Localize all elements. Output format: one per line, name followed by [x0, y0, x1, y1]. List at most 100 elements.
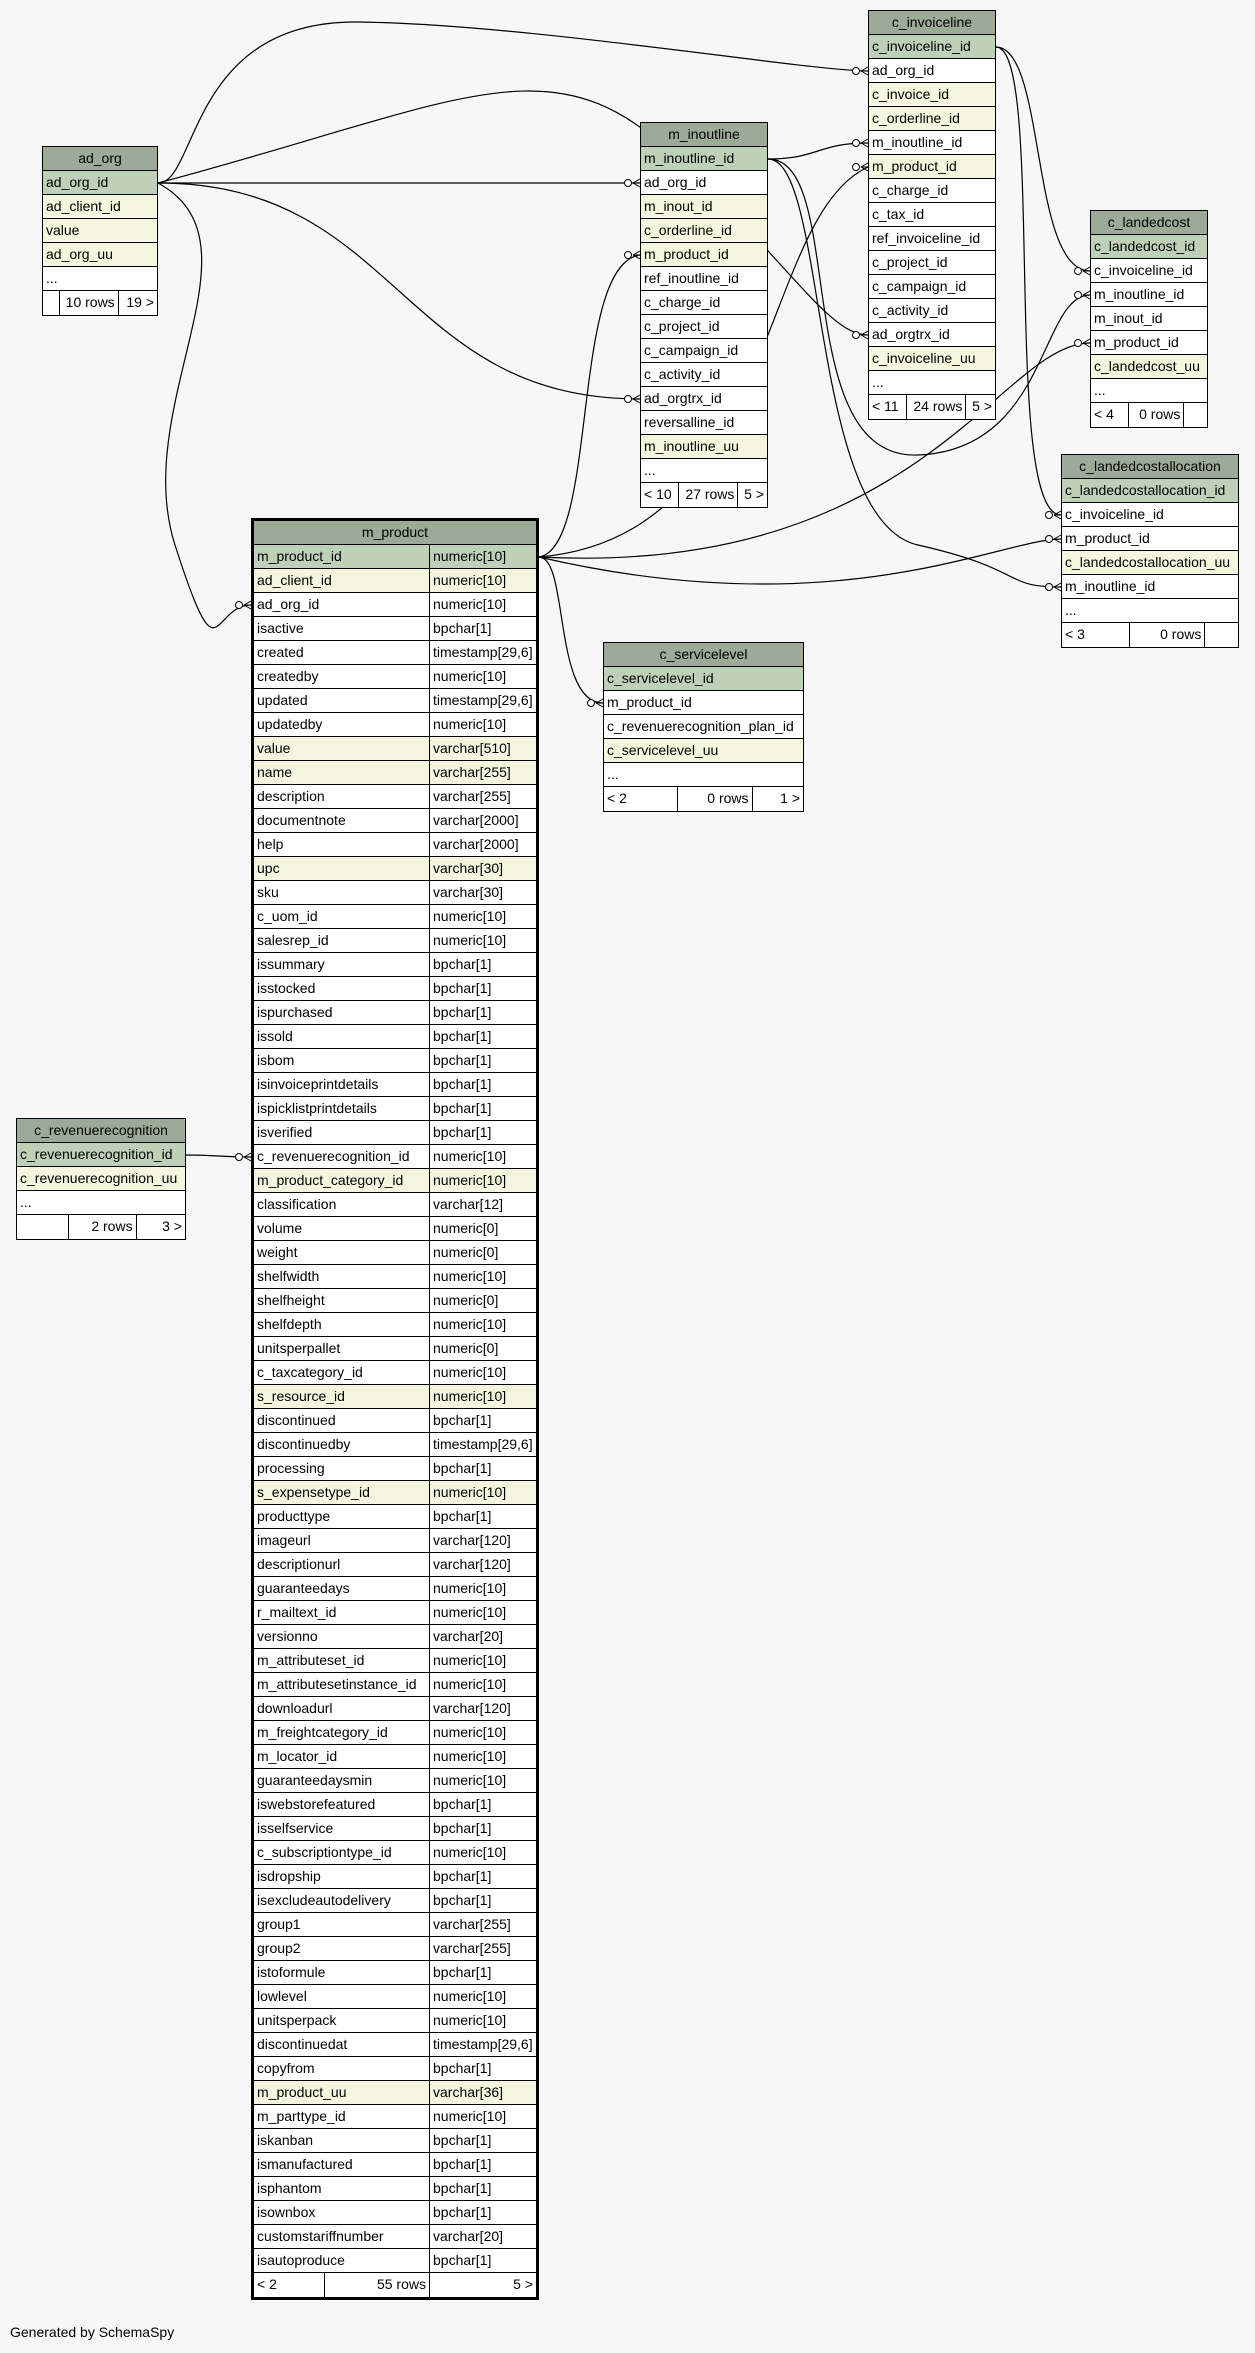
- column-row[interactable]: c_servicelevel_id: [604, 667, 803, 691]
- parents-count[interactable]: < 4: [1094, 406, 1114, 422]
- column-row[interactable]: m_inoutline_id: [641, 147, 767, 171]
- table-header[interactable]: c_servicelevel: [604, 643, 803, 667]
- column-row[interactable]: m_product_id: [604, 691, 803, 715]
- column-row[interactable]: c_project_id: [869, 251, 995, 275]
- children-count[interactable]: 3 >: [135, 1215, 185, 1239]
- column-row[interactable]: ref_inoutline_id: [641, 267, 767, 291]
- parents-count[interactable]: < 10: [644, 486, 672, 502]
- column-row[interactable]: reversalline_id: [641, 411, 767, 435]
- more-columns-row[interactable]: ...: [43, 267, 157, 291]
- more-columns-row[interactable]: ...: [1091, 379, 1207, 403]
- column-row[interactable]: c_charge_id: [869, 179, 995, 203]
- more-columns-row[interactable]: ...: [869, 371, 995, 395]
- column-row[interactable]: c_landedcostallocation_id: [1062, 479, 1238, 503]
- column-row[interactable]: c_invoiceline_id: [1091, 259, 1207, 283]
- table-header[interactable]: c_landedcostallocation: [1062, 455, 1238, 479]
- column-row[interactable]: ad_org_id: [43, 171, 157, 195]
- parents-count[interactable]: < 3: [1065, 626, 1085, 642]
- column-row[interactable]: c_invoice_id: [869, 83, 995, 107]
- table-header[interactable]: m_inoutline: [641, 123, 767, 147]
- table-header[interactable]: ad_org: [43, 147, 157, 171]
- column-row[interactable]: c_activity_id: [869, 299, 995, 323]
- column-row[interactable]: c_invoiceline_id: [1062, 503, 1238, 527]
- column-row[interactable]: c_invoiceline_uu: [869, 347, 995, 371]
- column-row[interactable]: m_product_id: [869, 155, 995, 179]
- column-row[interactable]: c_charge_id: [641, 291, 767, 315]
- column-row[interactable]: m_product_id: [1091, 331, 1207, 355]
- column-row[interactable]: c_project_id: [641, 315, 767, 339]
- column-row[interactable]: c_activity_id: [641, 363, 767, 387]
- column-row[interactable]: m_product_id: [1062, 527, 1238, 551]
- column-row[interactable]: ad_orgtrx_id: [641, 387, 767, 411]
- column-row[interactable]: c_orderline_id: [869, 107, 995, 131]
- parents-count[interactable]: < 2: [257, 2276, 277, 2292]
- column-row[interactable]: m_product_id: [641, 243, 767, 267]
- more-columns-row[interactable]: ...: [604, 763, 803, 787]
- more-columns-row[interactable]: ...: [17, 1191, 185, 1215]
- column-row[interactable]: m_inout_id: [641, 195, 767, 219]
- more-columns-row[interactable]: ...: [1062, 599, 1238, 623]
- column-row[interactable]: ad_org_id: [641, 171, 767, 195]
- column-row[interactable]: c_landedcostallocation_uu: [1062, 551, 1238, 575]
- children-count[interactable]: 19 >: [117, 291, 157, 315]
- column-row[interactable]: c_orderline_id: [641, 219, 767, 243]
- column-row[interactable]: ad_client_id: [43, 195, 157, 219]
- table-header[interactable]: c_invoiceline: [869, 11, 995, 35]
- children-count[interactable]: 5 >: [429, 2273, 536, 2297]
- children-count[interactable]: [1183, 403, 1207, 427]
- column-row[interactable]: c_invoiceline_id: [869, 35, 995, 59]
- column-row[interactable]: c_landedcost_uu: [1091, 355, 1207, 379]
- column-row[interactable]: m_inoutline_id: [1062, 575, 1238, 599]
- column-row[interactable]: c_servicelevel_uu: [604, 739, 803, 763]
